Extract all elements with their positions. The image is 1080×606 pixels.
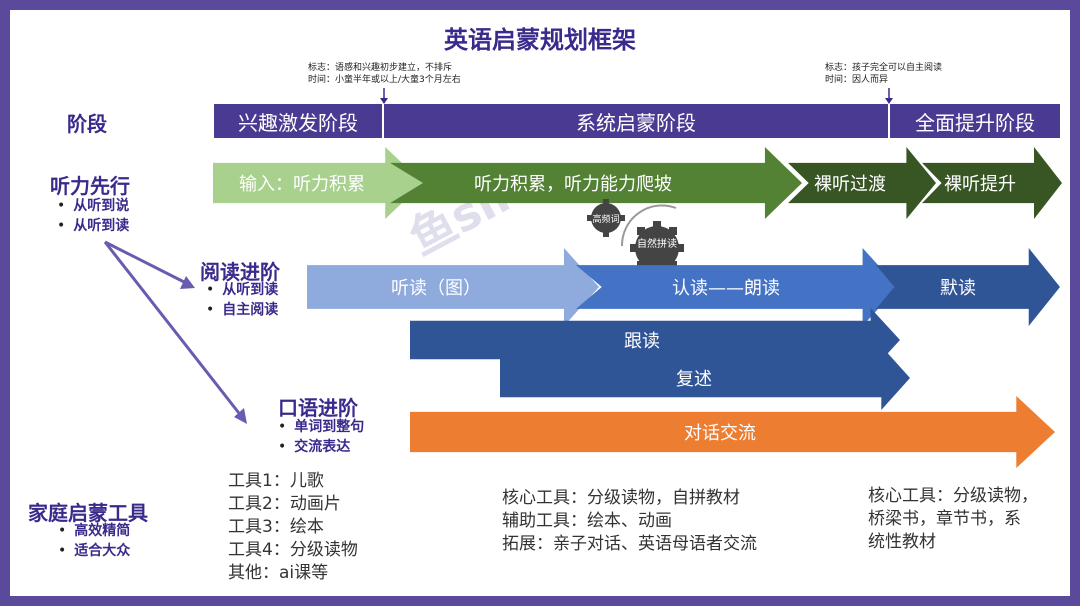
gear-orbit — [620, 204, 677, 247]
tool-item: 辅助工具：绘本、动画 — [502, 511, 672, 531]
marker-2-sign: 标志：孩子完全可以自主阅读 — [825, 63, 943, 73]
listening-heading: 听力先行 — [50, 174, 130, 198]
tool-item: 核心工具：分级读物， — [868, 486, 1038, 506]
flow-arrowhead-reading — [180, 276, 195, 289]
arrow-label: 默读 — [940, 278, 976, 299]
diagram-frame: 英语启蒙规划框架 标志：语感和兴趣初步建立，不排斥 时间：小童半年或以上/大童3… — [10, 10, 1070, 596]
stage-interest: 兴趣激发阶段 — [214, 104, 382, 138]
home-tools-bullets: 高效精简 适合大众 — [58, 521, 130, 561]
tools-column-interest: 工具1：儿歌 工具2：动画片 工具3：绘本 工具4：分级读物 其他：ai课等 — [228, 470, 358, 585]
speaking-bullet: 单词到整句 — [278, 417, 364, 437]
marker-1-time: 时间：小童半年或以上/大童3个月左右 — [308, 75, 461, 85]
arrow-label: 复述 — [676, 369, 712, 390]
arrow-label: 输入：听力积累 — [239, 174, 365, 195]
gear-label-phonics: 自然拼读 — [637, 239, 677, 250]
marker-2-arrowhead — [885, 98, 893, 104]
gears-graphic — [587, 199, 684, 275]
speaking-heading: 口语进阶 — [278, 396, 358, 420]
arrow-label: 对话交流 — [684, 423, 756, 444]
arrow-label: 听读（图） — [391, 278, 481, 299]
home-tools-bullet: 高效精简 — [58, 521, 130, 541]
arrow-label: 听力积累，听力能力爬坡 — [474, 174, 672, 195]
stage-systematic: 系统启蒙阶段 — [384, 104, 888, 138]
gear-icon — [587, 199, 625, 237]
tool-item: 核心工具：分级读物，自拼教材 — [502, 488, 740, 508]
stage-row-label: 阶段 — [67, 112, 107, 136]
tool-item: 拓展：亲子对话、英语母语者交流 — [502, 534, 757, 554]
arrow-label: 认读——朗读 — [672, 278, 780, 299]
arrow-label: 裸听提升 — [944, 174, 1016, 195]
tool-item: 工具1：儿歌 — [228, 471, 324, 491]
flow-arrowhead-speaking — [234, 408, 247, 424]
tool-item: 工具3：绘本 — [228, 517, 324, 537]
flow-line-to-speaking — [103, 241, 244, 418]
reading-bullet: 从听到读 — [206, 280, 278, 300]
page-title: 英语启蒙规划框架 — [444, 25, 636, 54]
tool-item: 工具2：动画片 — [228, 494, 341, 514]
tools-column-systematic: 核心工具：分级读物，自拼教材 辅助工具：绘本、动画 拓展：亲子对话、英语母语者交… — [502, 487, 757, 556]
tool-item: 统性教材 — [868, 532, 936, 552]
speaking-bullets: 单词到整句 交流表达 — [278, 417, 364, 457]
home-tools-bullet: 适合大众 — [58, 541, 130, 561]
arrow-label: 跟读 — [624, 331, 660, 352]
marker-2-time: 时间：因人而异 — [825, 75, 889, 85]
marker-note-1: 标志：语感和兴趣初步建立，不排斥 时间：小童半年或以上/大童3个月左右 — [308, 62, 461, 86]
stage-comprehensive: 全面提升阶段 — [890, 104, 1060, 138]
connector-lines — [103, 88, 893, 424]
marker-note-2: 标志：孩子完全可以自主阅读 时间：因人而异 — [825, 62, 942, 86]
tool-item: 工具4：分级读物 — [228, 540, 358, 560]
marker-1-arrowhead — [380, 98, 388, 104]
flow-line-to-reading — [104, 240, 191, 287]
gear-label-sight-words: 高频词 — [592, 215, 620, 225]
marker-1-sign: 标志：语感和兴趣初步建立，不排斥 — [308, 63, 453, 73]
tool-item: 桥梁书，章节书，系 — [868, 509, 1021, 529]
listening-bullets: 从听到说 从听到读 — [57, 196, 129, 236]
tool-item: 其他：ai课等 — [228, 563, 329, 583]
reading-bullets: 从听到读 自主阅读 — [206, 280, 278, 320]
tools-column-comprehensive: 核心工具：分级读物， 桥梁书，章节书，系 统性教材 — [868, 485, 1038, 554]
speaking-bullet: 交流表达 — [278, 437, 364, 457]
arrow-label: 裸听过渡 — [814, 174, 886, 195]
reading-bullet: 自主阅读 — [206, 300, 278, 320]
listening-bullet: 从听到说 — [57, 196, 129, 216]
listening-bullet: 从听到读 — [57, 216, 129, 236]
